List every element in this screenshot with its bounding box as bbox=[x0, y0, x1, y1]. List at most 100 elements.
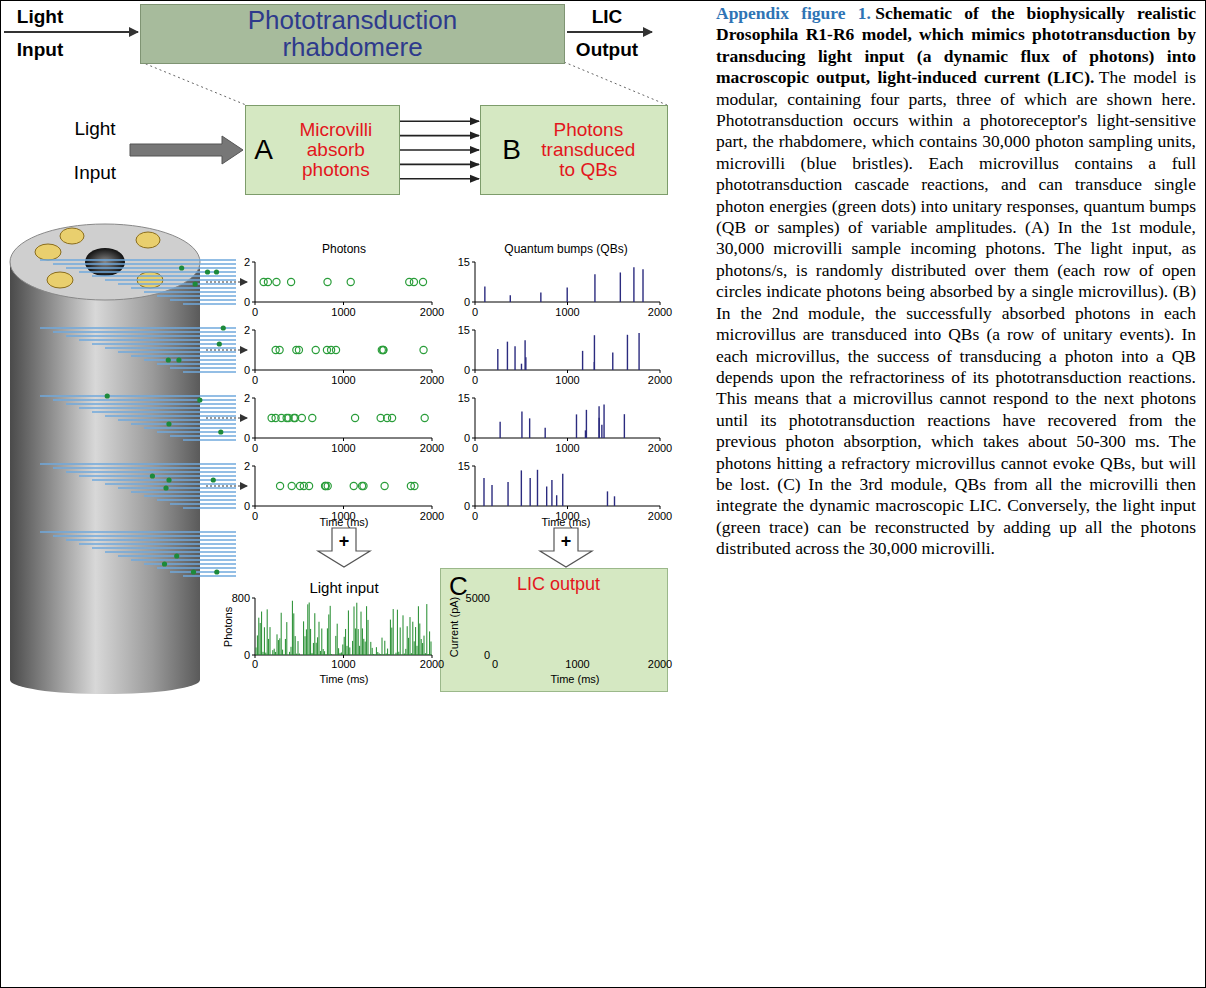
photon-event bbox=[276, 482, 283, 489]
quantum-bump bbox=[582, 351, 583, 370]
axis-tick: 2000 bbox=[420, 659, 444, 670]
light-trace bbox=[342, 644, 343, 655]
light-trace bbox=[288, 654, 289, 655]
light-trace bbox=[285, 639, 286, 655]
photon-event bbox=[347, 278, 354, 285]
signal-name: Light bbox=[17, 7, 63, 26]
axis-tick: 2000 bbox=[420, 375, 444, 386]
photon-event bbox=[378, 346, 385, 353]
microvillus bbox=[40, 395, 236, 396]
photon-event bbox=[420, 346, 427, 353]
axis-tick: 0 bbox=[472, 307, 478, 318]
light-trace bbox=[312, 653, 313, 655]
plot-axes bbox=[252, 330, 432, 373]
axis-tick: 2000 bbox=[648, 307, 672, 318]
axis-tick: 0 bbox=[244, 650, 250, 661]
microvillus bbox=[53, 467, 236, 468]
signal-name: LIC bbox=[592, 7, 623, 26]
light-trace bbox=[431, 641, 432, 655]
quantum-bump bbox=[537, 470, 538, 506]
axis-tick: 1000 bbox=[555, 307, 579, 318]
light-trace bbox=[258, 618, 259, 655]
axis-tick: 1000 bbox=[331, 659, 355, 670]
microvillus bbox=[53, 331, 236, 332]
light-trace bbox=[278, 640, 279, 655]
photon-dot bbox=[105, 393, 110, 398]
photon-event bbox=[324, 278, 331, 285]
microvillus bbox=[53, 399, 236, 400]
light-trace bbox=[313, 643, 314, 655]
sum-arrow bbox=[540, 528, 592, 567]
axis-tick: 1000 bbox=[565, 659, 589, 670]
light-trace bbox=[302, 654, 303, 655]
module-box: Phototransduction rhabdomere bbox=[140, 4, 565, 64]
axis-title: Current (pA) bbox=[449, 597, 460, 658]
quantum-bump bbox=[598, 406, 599, 438]
microvillus bbox=[66, 471, 236, 472]
quantum-bump bbox=[586, 410, 587, 438]
microvillus bbox=[144, 495, 236, 496]
quantum-bump bbox=[576, 414, 577, 438]
light-trace bbox=[348, 610, 349, 655]
photon-event bbox=[293, 346, 300, 353]
light-trace bbox=[282, 650, 283, 655]
photon-event bbox=[305, 482, 312, 489]
microvillus bbox=[170, 367, 236, 368]
axis-tick: 0 bbox=[464, 365, 470, 376]
light-trace bbox=[418, 606, 419, 655]
light-trace bbox=[403, 615, 404, 655]
light-trace bbox=[326, 654, 327, 656]
axis-tick: 0 bbox=[244, 365, 250, 376]
light-trace bbox=[300, 654, 301, 655]
light-trace bbox=[260, 623, 261, 655]
plot-axes bbox=[472, 398, 660, 441]
light-trace bbox=[425, 653, 426, 655]
light-trace bbox=[393, 609, 394, 655]
photon-dot bbox=[214, 269, 219, 274]
microvillus bbox=[66, 403, 236, 404]
light-trace bbox=[334, 654, 335, 655]
light-trace bbox=[354, 606, 355, 655]
axis-tick: 5000 bbox=[466, 593, 490, 604]
photon-dot bbox=[193, 281, 198, 286]
light-trace bbox=[316, 643, 317, 655]
plot-axes bbox=[472, 262, 660, 305]
photon-event bbox=[287, 278, 294, 285]
light-trace bbox=[303, 621, 304, 655]
axis-tick: 2000 bbox=[648, 511, 672, 522]
light-trace bbox=[306, 629, 307, 655]
quantum-bump bbox=[620, 272, 621, 302]
plot-axes bbox=[492, 598, 660, 658]
light-trace bbox=[256, 647, 257, 655]
panel-letter: A bbox=[254, 135, 273, 164]
quantum-bump bbox=[614, 496, 615, 506]
light-trace bbox=[390, 620, 391, 655]
lic-trace bbox=[496, 616, 659, 643]
axis-tick: 2000 bbox=[648, 659, 672, 670]
photon-event bbox=[360, 482, 367, 489]
microvillus bbox=[66, 335, 236, 336]
axis-tick: 2000 bbox=[420, 443, 444, 454]
photon-event bbox=[298, 414, 305, 421]
microvillus bbox=[79, 475, 236, 476]
light-trace bbox=[307, 604, 308, 655]
light-trace bbox=[265, 653, 266, 655]
light-trace bbox=[362, 628, 363, 655]
photon-event bbox=[312, 346, 319, 353]
axis-tick: 15 bbox=[458, 461, 470, 472]
axis-tick: 2000 bbox=[420, 511, 444, 522]
microvillus bbox=[144, 563, 236, 564]
light-trace bbox=[368, 620, 369, 655]
light-trace bbox=[320, 651, 321, 655]
quantum-bump bbox=[521, 364, 522, 370]
plot-title: Quantum bumps (QBs) bbox=[504, 243, 627, 255]
flow-arrow bbox=[400, 178, 479, 180]
light-trace bbox=[387, 649, 388, 655]
axis-tick: 0 bbox=[464, 501, 470, 512]
microvilli bbox=[40, 260, 247, 576]
axis-tick: 0 bbox=[484, 650, 490, 661]
box-label: Microvilli absorb photons bbox=[281, 120, 391, 180]
light-trace bbox=[372, 648, 373, 655]
light-trace bbox=[261, 612, 262, 655]
